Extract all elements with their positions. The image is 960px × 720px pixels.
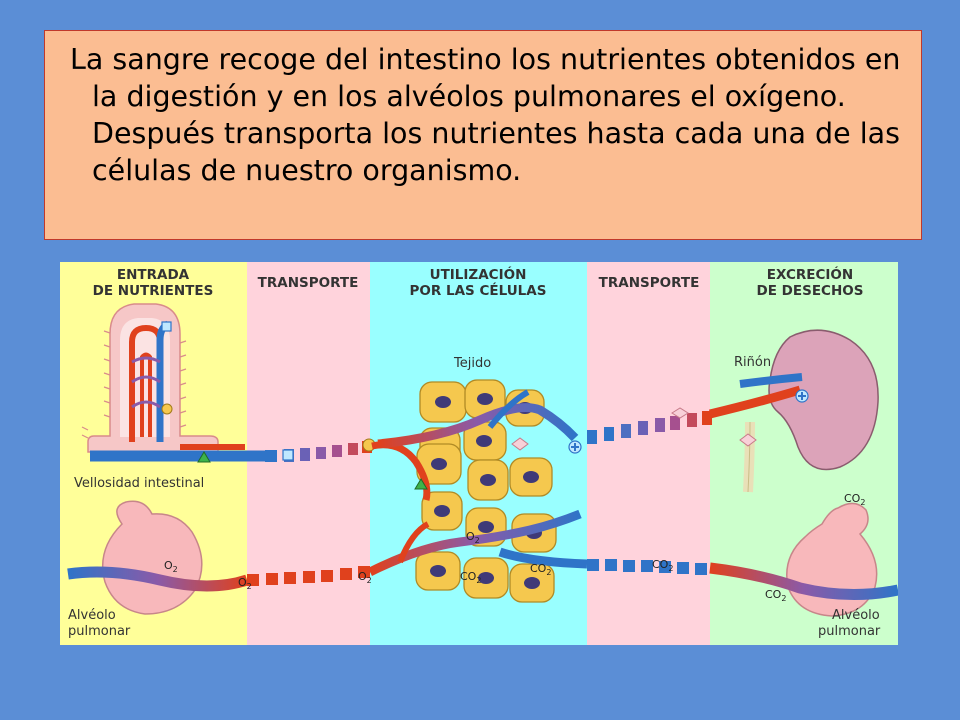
header-entry-line1: ENTRADA xyxy=(117,267,190,283)
header-entry-line2: DE NUTRIENTES xyxy=(93,283,214,299)
chem-co2-tissue-b: CO2 xyxy=(530,562,551,577)
plus-marker-tissue xyxy=(568,440,582,454)
chem-o2-transport-1: O2 xyxy=(238,576,252,591)
kidney xyxy=(708,329,879,493)
chem-o2-tissue: O2 xyxy=(466,530,480,545)
tissue-vein-lower xyxy=(498,547,588,569)
chem-co2-tissue-a: CO2 xyxy=(460,570,481,585)
nutrient-diamond-tissue xyxy=(511,437,529,451)
label-alveolus-right-1: Alvéolo xyxy=(832,608,880,623)
nutrient-triangle-tissue xyxy=(414,478,428,490)
label-kidney: Riñón xyxy=(734,355,771,370)
tissue-capillary-lower xyxy=(367,509,582,577)
tissue-vein-branch xyxy=(487,389,530,429)
nutrient-diamond-transport xyxy=(671,407,689,419)
chem-co2-exhaled: CO2 xyxy=(844,492,865,507)
nutrient-triangle xyxy=(197,451,211,463)
waste-diamond-kidney xyxy=(739,433,757,447)
transport-vessel-lower-right xyxy=(587,559,707,575)
transport-vessel-lower-left xyxy=(247,566,370,586)
tissue-artery-lower xyxy=(397,521,430,564)
label-alveolus-left-1: Alvéolo xyxy=(68,608,116,623)
label-alveolus-right-2: pulmonar xyxy=(818,624,881,639)
intro-paragraph: La sangre recoge del intestino los nutri… xyxy=(70,43,901,187)
intestinal-villus xyxy=(81,303,219,453)
plus-marker-kidney xyxy=(795,389,809,403)
header-transport-1: TRANSPORTE xyxy=(258,275,359,291)
label-alveolus-left-2: pulmonar xyxy=(68,624,131,639)
chem-o2-transport-2: O2 xyxy=(358,570,372,585)
chem-co2-alveolus-right-vessel: CO2 xyxy=(765,588,786,603)
chem-o2-alveolus-left: O2 xyxy=(164,559,178,574)
intro-text-box: La sangre recoge del intestino los nutri… xyxy=(44,30,922,240)
header-excretion-line2: DE DESECHOS xyxy=(757,283,864,299)
chem-co2-transport: CO2 xyxy=(652,558,673,573)
header-excretion-line1: EXCRECIÓN xyxy=(767,265,853,283)
label-tissue: Tejido xyxy=(453,356,491,371)
nutrient-square xyxy=(282,449,294,461)
circulation-diagram: ENTRADA DE NUTRIENTES TRANSPORTE UTILIZA… xyxy=(60,262,898,645)
alveolus-left-vessel xyxy=(67,566,249,592)
transport-vessel-upper-right xyxy=(587,411,712,444)
header-utilization-line2: POR LAS CÉLULAS xyxy=(410,282,547,299)
header-transport-2: TRANSPORTE xyxy=(599,275,700,291)
alveolus-right-vessel xyxy=(709,562,898,600)
label-villus: Vellosidad intestinal xyxy=(74,476,204,491)
header-utilization-line1: UTILIZACIÓN xyxy=(430,265,527,283)
column-bg-transport-2 xyxy=(587,262,710,645)
